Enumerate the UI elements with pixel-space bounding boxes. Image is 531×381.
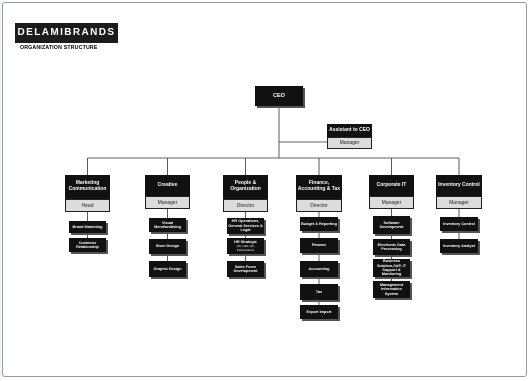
- assistant-role-box: Manager: [327, 137, 372, 149]
- unit-box: HR Strategic(TA, L&D, OD, Performance): [227, 238, 264, 254]
- unit-label: Graphic Design: [153, 266, 182, 271]
- department-title: Inventory Control: [438, 181, 480, 188]
- unit-label: Electronic Data Processing: [377, 242, 406, 251]
- unit-label: HR Operations, General Services & Legal: [228, 219, 263, 233]
- unit-box: Inventory Control: [440, 217, 478, 231]
- unit-label: Tax: [315, 289, 323, 294]
- department-role: Manager: [449, 199, 469, 206]
- unit-box: Graphic Design: [149, 261, 186, 277]
- unit-box: Store Design: [149, 239, 186, 254]
- department-title-box: Creative: [145, 175, 190, 196]
- department-role: Head: [81, 202, 94, 209]
- assistant-role: Manager: [339, 140, 360, 146]
- unit-detail: (TA, L&D, OD, Performance): [236, 244, 255, 252]
- unit-label: Customer Relationship: [76, 240, 99, 249]
- unit-box: Accounting: [300, 261, 338, 277]
- department-role-box: Manager: [145, 196, 190, 209]
- department-title-box: Finance, Accounting & Tax: [296, 175, 342, 199]
- unit-label: Software Development: [379, 220, 404, 229]
- unit-box: Export Import: [300, 305, 338, 319]
- unit-label: Export Import: [306, 309, 332, 314]
- unit-box: Software Development: [373, 216, 410, 234]
- department-title: Finance, Accounting & Tax: [297, 180, 341, 192]
- unit-label: Accounting: [308, 266, 330, 271]
- unit-box: Customer Relationship: [69, 238, 106, 252]
- department-role-box: Manager: [436, 196, 482, 209]
- unit-box: Visual Merchandising: [149, 218, 186, 232]
- unit-label: Sales Force Development: [233, 264, 258, 273]
- department-role: Manager: [381, 199, 402, 206]
- department-title: People & Organization: [230, 180, 261, 192]
- department-title-box: Corporate IT: [369, 175, 414, 196]
- unit-box: Electronic Data Processing: [373, 239, 410, 255]
- unit-label: Brand Marketing: [72, 224, 103, 229]
- unit-label: Inventory Analyst: [443, 243, 475, 248]
- unit-box: Budget & Reporting: [300, 217, 338, 231]
- ceo-box: CEO: [255, 86, 303, 106]
- department-role-box: Director: [296, 199, 342, 212]
- unit-label: Visual Merchandising: [154, 220, 181, 229]
- department-role: Director: [236, 202, 255, 209]
- department-title-box: Inventory Control: [436, 175, 482, 196]
- unit-label: Store Design: [155, 244, 180, 249]
- unit-box: HR Operations, General Services & Legal: [227, 218, 264, 234]
- unit-label: Inventory Control: [443, 221, 475, 226]
- department-title-box: People & Organization: [223, 175, 268, 199]
- department-role-box: Manager: [369, 196, 414, 209]
- ceo-title: CEO: [273, 92, 285, 99]
- unit-box: Finance: [300, 238, 338, 253]
- department-role-box: Director: [223, 199, 268, 212]
- unit-box: Brand Marketing: [69, 221, 106, 233]
- assistant-title: Assistant to CEO: [329, 126, 370, 133]
- department-title: Creative: [157, 181, 178, 188]
- unit-box: Sales Force Development: [227, 261, 264, 277]
- unit-label: Management Information System: [379, 282, 404, 296]
- company-logo: DELAMIBRANDS: [15, 23, 118, 43]
- unit-label: Finance: [311, 243, 327, 248]
- assistant-title-box: Assistant to CEO: [327, 124, 372, 137]
- department-role: Manager: [157, 199, 178, 206]
- department-title: Corporate IT: [376, 181, 407, 188]
- department-title-box: Marketing Communication: [65, 175, 110, 199]
- department-title: Marketing Communication: [68, 180, 107, 192]
- page-subtitle: ORGANIZATION STRUCTURE: [20, 45, 98, 51]
- unit-box: Management Information System: [373, 281, 410, 298]
- unit-box: Business Solution,SAP, IT Support & Moni…: [373, 259, 410, 277]
- department-role-box: Head: [65, 199, 110, 212]
- unit-box: Inventory Analyst: [440, 239, 478, 253]
- department-role: Director: [310, 202, 328, 209]
- unit-label: Business Solution,SAP, IT Support & Moni…: [376, 259, 407, 277]
- unit-box: Tax: [300, 284, 338, 300]
- unit-label: Budget & Reporting: [301, 221, 337, 226]
- unit-label: HR Strategic: [234, 240, 257, 245]
